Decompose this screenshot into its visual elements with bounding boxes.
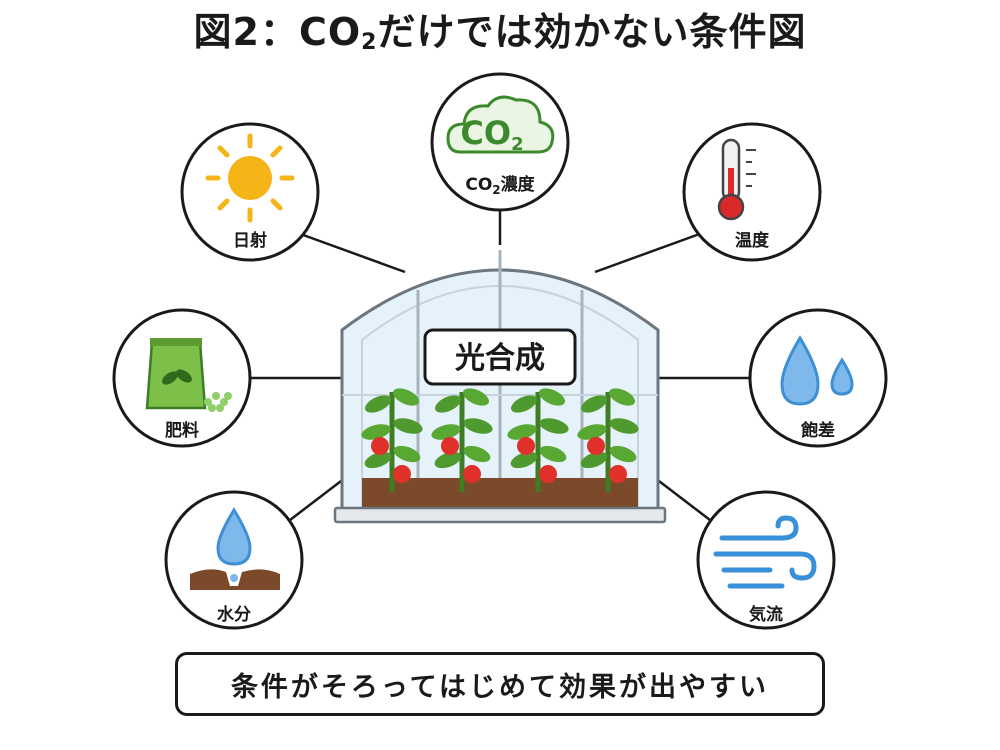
node-temperature-label: 温度 <box>735 230 770 251</box>
connector-lines <box>235 175 765 521</box>
tomato-plant <box>577 388 639 492</box>
node-moisture: 水分 <box>164 490 304 630</box>
node-saturation-deficit-label: 飽差 <box>800 420 835 441</box>
center-label: 光合成 <box>455 341 545 376</box>
sun-icon <box>205 133 295 223</box>
tomato-plant <box>431 388 493 492</box>
center-label-box: 光合成 <box>423 328 577 386</box>
thermometer-icon <box>717 138 756 221</box>
tomato-plants <box>361 388 639 492</box>
node-moisture-label: 水分 <box>217 604 251 625</box>
node-fertilizer: 肥料 <box>112 308 252 448</box>
footer-message: 条件がそろってはじめて効果が出やすい <box>175 652 825 716</box>
node-saturation-deficit: 飽差 <box>748 308 888 448</box>
tomato-plant <box>361 388 423 492</box>
node-airflow: 気流 <box>696 490 836 630</box>
water-drops-icon <box>780 335 854 406</box>
page-title: 図2：CO2だけでは効かない条件図 <box>193 10 807 55</box>
node-temperature: 温度 <box>682 122 822 262</box>
node-co2: CO2 CO2濃度 <box>430 72 570 212</box>
node-co2-label: CO2濃度 <box>465 174 535 197</box>
co2-cloud-icon <box>446 95 555 154</box>
greenhouse <box>333 250 667 524</box>
node-fertilizer-label: 肥料 <box>165 420 199 441</box>
node-airflow-label: 気流 <box>748 604 783 625</box>
node-sunlight-label: 日射 <box>233 230 267 251</box>
node-sunlight: 日射 <box>180 122 320 262</box>
wind-icon <box>713 515 817 589</box>
co2-icon-text: CO2 <box>460 114 523 155</box>
water-drop-soil-icon <box>190 507 280 590</box>
tomato-plant <box>507 388 569 492</box>
fertilizer-bag-icon <box>145 338 232 412</box>
